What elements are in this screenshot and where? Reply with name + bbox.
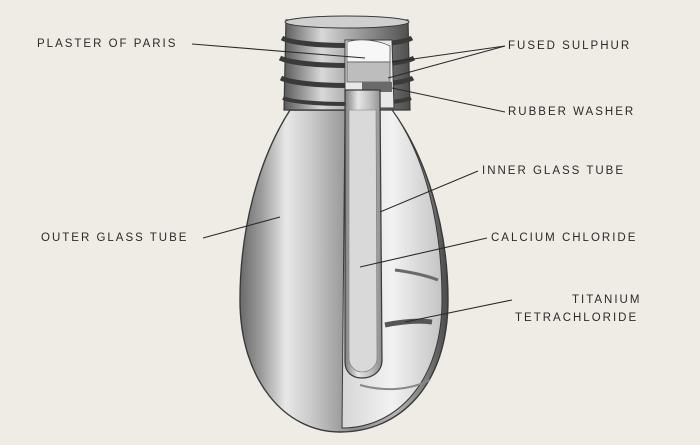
leader-inner-tube	[379, 170, 479, 213]
liquid-shading-1	[394, 268, 439, 282]
leader-calcium	[359, 237, 488, 268]
leader-sulphur-b	[387, 45, 506, 79]
leader-titanium	[404, 299, 513, 323]
neck-cutaway	[344, 39, 395, 109]
sulphur-fill	[346, 61, 391, 83]
label-rubber-washer: RUBBER WASHER	[508, 106, 636, 118]
label-calcium-chloride: CALCIUM CHLORIDE	[491, 232, 638, 244]
leader-sulphur-a	[391, 45, 506, 63]
label-tetrachloride: TETRACHLORIDE	[515, 312, 639, 324]
leader-washer	[391, 87, 506, 113]
leader-outer-tube	[202, 216, 281, 239]
liquid-shading-3	[359, 379, 431, 391]
label-outer-glass-tube: OUTER GLASS TUBE	[41, 232, 189, 244]
label-plaster-of-paris: PLASTER OF PARIS	[37, 38, 178, 50]
calcium-chloride-fill	[348, 109, 378, 373]
label-fused-sulphur: FUSED SULPHUR	[508, 40, 632, 52]
plaster-fill	[346, 39, 391, 63]
leader-lines	[191, 43, 513, 323]
label-titanium: TITANIUM	[572, 294, 642, 306]
label-inner-glass-tube: INNER GLASS TUBE	[482, 165, 625, 177]
leader-plaster	[191, 43, 366, 59]
